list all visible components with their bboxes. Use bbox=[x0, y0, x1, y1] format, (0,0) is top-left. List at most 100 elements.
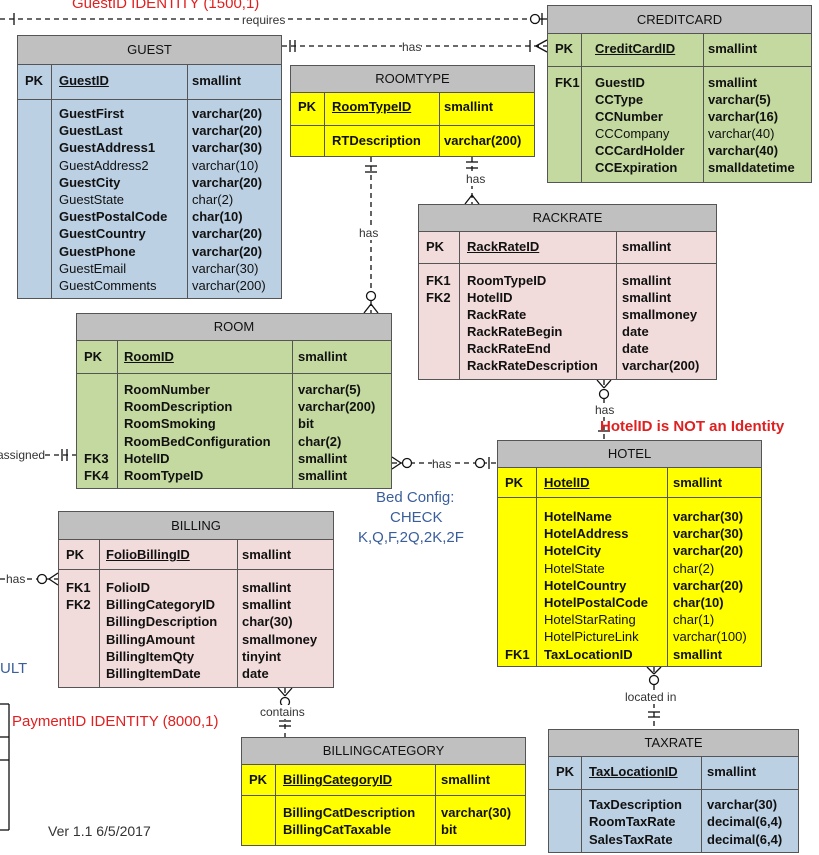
bed-config-note-line1: Bed Config: bbox=[376, 489, 455, 506]
rel-billing-has-label: has bbox=[6, 572, 26, 586]
field-type: char(2) bbox=[673, 560, 715, 576]
entity-title: GUEST bbox=[18, 36, 281, 65]
field-type: varchar(200) bbox=[192, 278, 266, 293]
entity-title: BILLING bbox=[59, 512, 333, 540]
field-name: BillingAmount bbox=[106, 631, 195, 647]
field-type: smallint bbox=[673, 646, 723, 662]
field-type: varchar(40) bbox=[708, 126, 775, 141]
pk-field: BillingCategoryID bbox=[283, 772, 393, 787]
field-key: FK1 bbox=[426, 273, 451, 288]
field-name: GuestPostalCode bbox=[59, 209, 168, 225]
pk-type: smallint bbox=[192, 73, 242, 88]
pk-key: PK bbox=[84, 349, 103, 364]
field-name: HotelStarRating bbox=[544, 612, 636, 628]
field-type: smallmoney bbox=[622, 307, 698, 322]
pk-type: smallint bbox=[707, 764, 757, 779]
pk-field: HotelID bbox=[544, 475, 590, 490]
field-name: GuestFirst bbox=[59, 106, 125, 121]
field-type: decimal(6,4) bbox=[707, 831, 783, 847]
pk-key: PK bbox=[556, 764, 575, 779]
field-name: GuestID bbox=[595, 75, 645, 90]
field-type: smallmoney bbox=[242, 631, 318, 647]
field-name: CCCardHolder bbox=[595, 143, 685, 158]
bed-config-note-line2: CHECK bbox=[390, 509, 443, 526]
rel-room-hotel-label: has bbox=[432, 457, 452, 471]
field-name: CCCompany bbox=[595, 126, 670, 141]
field-type: smallint bbox=[298, 468, 348, 483]
field-name: BillingCatDescription bbox=[283, 805, 416, 820]
field-type: varchar(5) bbox=[298, 382, 361, 397]
field-name: RackRate bbox=[467, 307, 527, 322]
rel-requires-label: requires bbox=[242, 13, 286, 27]
field-type: bit bbox=[298, 416, 314, 432]
pk-field: RackRateID bbox=[467, 239, 540, 254]
field-key: FK1 bbox=[555, 75, 580, 90]
field-type: smallint bbox=[298, 450, 348, 466]
field-name: GuestAddress2 bbox=[59, 157, 149, 173]
payment-identity-note: PaymentID IDENTITY (8000,1) bbox=[12, 713, 219, 730]
field-name: RackRateBegin bbox=[467, 324, 563, 339]
field-key: FK3 bbox=[84, 450, 109, 466]
pk-key: PK bbox=[66, 547, 85, 562]
pk-key: PK bbox=[249, 772, 268, 787]
field-name: HotelID bbox=[467, 290, 513, 305]
pk-type: smallint bbox=[441, 772, 491, 787]
field-type: varchar(30) bbox=[673, 509, 744, 524]
pk-type: smallint bbox=[242, 547, 292, 562]
hotel-identity-note: HotelID is NOT an Identity bbox=[600, 418, 785, 435]
field-type: smallint bbox=[242, 580, 292, 595]
field-type: char(10) bbox=[192, 209, 243, 225]
field-type: varchar(16) bbox=[708, 109, 779, 124]
rel-roomtype-room-label: has bbox=[359, 226, 379, 240]
field-name: HotelName bbox=[544, 509, 612, 524]
field-name: HotelPictureLink bbox=[544, 629, 639, 645]
field-key: FK1 bbox=[66, 580, 91, 595]
pk-field: RoomTypeID bbox=[332, 99, 412, 114]
pk-field: RoomID bbox=[124, 349, 174, 364]
field-type: char(1) bbox=[673, 612, 715, 628]
field-type: decimal(6,4) bbox=[707, 814, 783, 830]
field-type: tinyint bbox=[242, 648, 281, 664]
field-name: RTDescription bbox=[332, 133, 421, 148]
field-name: RackRateDescription bbox=[467, 358, 598, 373]
field-name: RoomNumber bbox=[124, 382, 210, 397]
field-name: TaxDescription bbox=[589, 797, 682, 812]
field-name: HotelAddress bbox=[544, 526, 629, 542]
entity-taxrate: TAXRATE PK TaxLocationID smallint TaxDes… bbox=[548, 729, 799, 853]
field-type: char(2) bbox=[298, 433, 342, 449]
field-type: date bbox=[242, 666, 269, 681]
field-type: varchar(20) bbox=[192, 174, 263, 190]
field-name: HotelCity bbox=[544, 543, 602, 559]
ult-fragment: ULT bbox=[0, 660, 28, 677]
field-name: TaxLocationID bbox=[544, 646, 633, 662]
field-type: varchar(20) bbox=[192, 106, 263, 121]
field-name: GuestLast bbox=[59, 123, 123, 139]
field-name: BillingItemDate bbox=[106, 666, 201, 681]
field-type: varchar(200) bbox=[444, 133, 522, 148]
field-name: HotelState bbox=[544, 560, 605, 576]
rel-located-in-label: located in bbox=[625, 690, 677, 704]
field-type: varchar(30) bbox=[441, 805, 512, 820]
entity-billingcategory: BILLINGCATEGORY PK BillingCategoryID sma… bbox=[241, 737, 526, 846]
field-type: varchar(30) bbox=[707, 797, 778, 812]
field-name: CCExpiration bbox=[595, 160, 678, 175]
field-name: HotelPostalCode bbox=[544, 595, 649, 610]
field-type: smallint bbox=[622, 290, 672, 305]
entity-title: ROOM bbox=[77, 314, 391, 341]
field-name: RoomTaxRate bbox=[589, 814, 676, 830]
pk-field: CreditCardID bbox=[595, 41, 676, 56]
entity-roomtype: ROOMTYPE PK RoomTypeID smallint RTDescri… bbox=[290, 65, 535, 157]
field-name: HotelID bbox=[124, 450, 170, 466]
field-name: RoomSmoking bbox=[124, 416, 216, 432]
pk-key: PK bbox=[505, 475, 524, 490]
pk-key: PK bbox=[298, 99, 317, 114]
pk-type: smallint bbox=[673, 475, 723, 490]
field-type: varchar(30) bbox=[673, 526, 744, 542]
field-type: date bbox=[622, 341, 649, 356]
field-type: smallint bbox=[242, 597, 292, 613]
pk-field: FolioBillingID bbox=[106, 547, 190, 562]
pk-type: smallint bbox=[622, 239, 672, 254]
field-type: varchar(20) bbox=[192, 226, 263, 242]
